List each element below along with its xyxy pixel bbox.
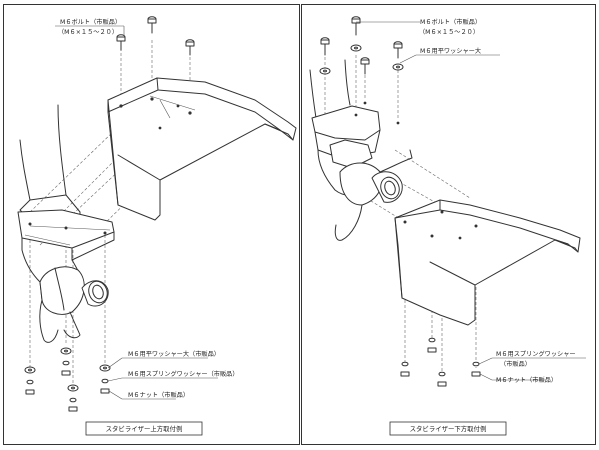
right-leader-lines bbox=[356, 21, 586, 381]
left-bolt-spec: （M６×１５～２０） bbox=[58, 29, 118, 36]
right-stack-1 bbox=[400, 361, 410, 377]
right-caption: スタビライザー下方取付例 bbox=[410, 424, 487, 433]
right-bolt-3 bbox=[360, 57, 370, 75]
left-bolt-2 bbox=[147, 16, 157, 34]
right-caption-box bbox=[389, 421, 507, 436]
left-stack-2 bbox=[60, 347, 72, 376]
left-lower-unit bbox=[17, 104, 115, 343]
right-stack-2 bbox=[427, 337, 437, 353]
left-leader-lines bbox=[55, 25, 218, 400]
right-stack-3 bbox=[437, 371, 447, 387]
right-panel-frame bbox=[301, 4, 596, 445]
left-stack-3 bbox=[67, 384, 79, 412]
right-bolt-1 bbox=[319, 37, 331, 75]
right-spring-washer-label: M６用スプリングワッシャー bbox=[496, 350, 576, 358]
right-lower-unit bbox=[309, 59, 413, 241]
right-nut-label: M６ナット（市販品） bbox=[496, 376, 557, 384]
right-hardware-stack bbox=[400, 337, 481, 387]
right-top-hardware bbox=[319, 16, 404, 75]
right-illustration: M６ボルト（市販品） （M６×１５～２０） M６用平ワッシャー大 M６用スプリン… bbox=[309, 16, 586, 436]
right-stabilizer-plate bbox=[394, 199, 581, 326]
right-bolt-2 bbox=[350, 16, 362, 52]
right-washer-large-label: M６用平ワッシャー大 bbox=[420, 47, 481, 55]
left-bolts bbox=[116, 16, 195, 56]
left-caption: スタビライザー上方取付例 bbox=[106, 424, 183, 433]
left-stack-4 bbox=[99, 364, 111, 394]
right-bolt-4 bbox=[392, 41, 404, 71]
right-stack-4 bbox=[471, 361, 481, 377]
left-nut-label: M６ナット（市販品） bbox=[128, 391, 189, 399]
left-illustration: M６ボルト（市販品） （M６×１５～２０） M６用平ワッシャー大（市販品） M６… bbox=[17, 16, 297, 436]
left-stabilizer-plate bbox=[107, 77, 297, 221]
left-caption-box bbox=[85, 421, 203, 436]
right-bolt-spec: （M６×１５～２０） bbox=[419, 29, 479, 36]
left-spring-washer-label: M６用スプリングワッシャー（市販品） bbox=[128, 370, 239, 378]
left-washer-large-label: M６用平ワッシャー大（市販品） bbox=[128, 350, 220, 358]
left-bolt-label: M６ボルト（市販品） bbox=[60, 18, 121, 26]
left-panel-frame bbox=[3, 4, 300, 445]
left-bolt-3 bbox=[185, 39, 195, 56]
left-hardware-stack bbox=[24, 347, 111, 412]
right-spring-washer-note: （市販品） bbox=[500, 360, 531, 368]
left-stack-1 bbox=[24, 366, 36, 395]
right-bolt-label: M６ボルト（市販品） bbox=[420, 18, 481, 26]
left-bolt-1 bbox=[116, 34, 126, 51]
